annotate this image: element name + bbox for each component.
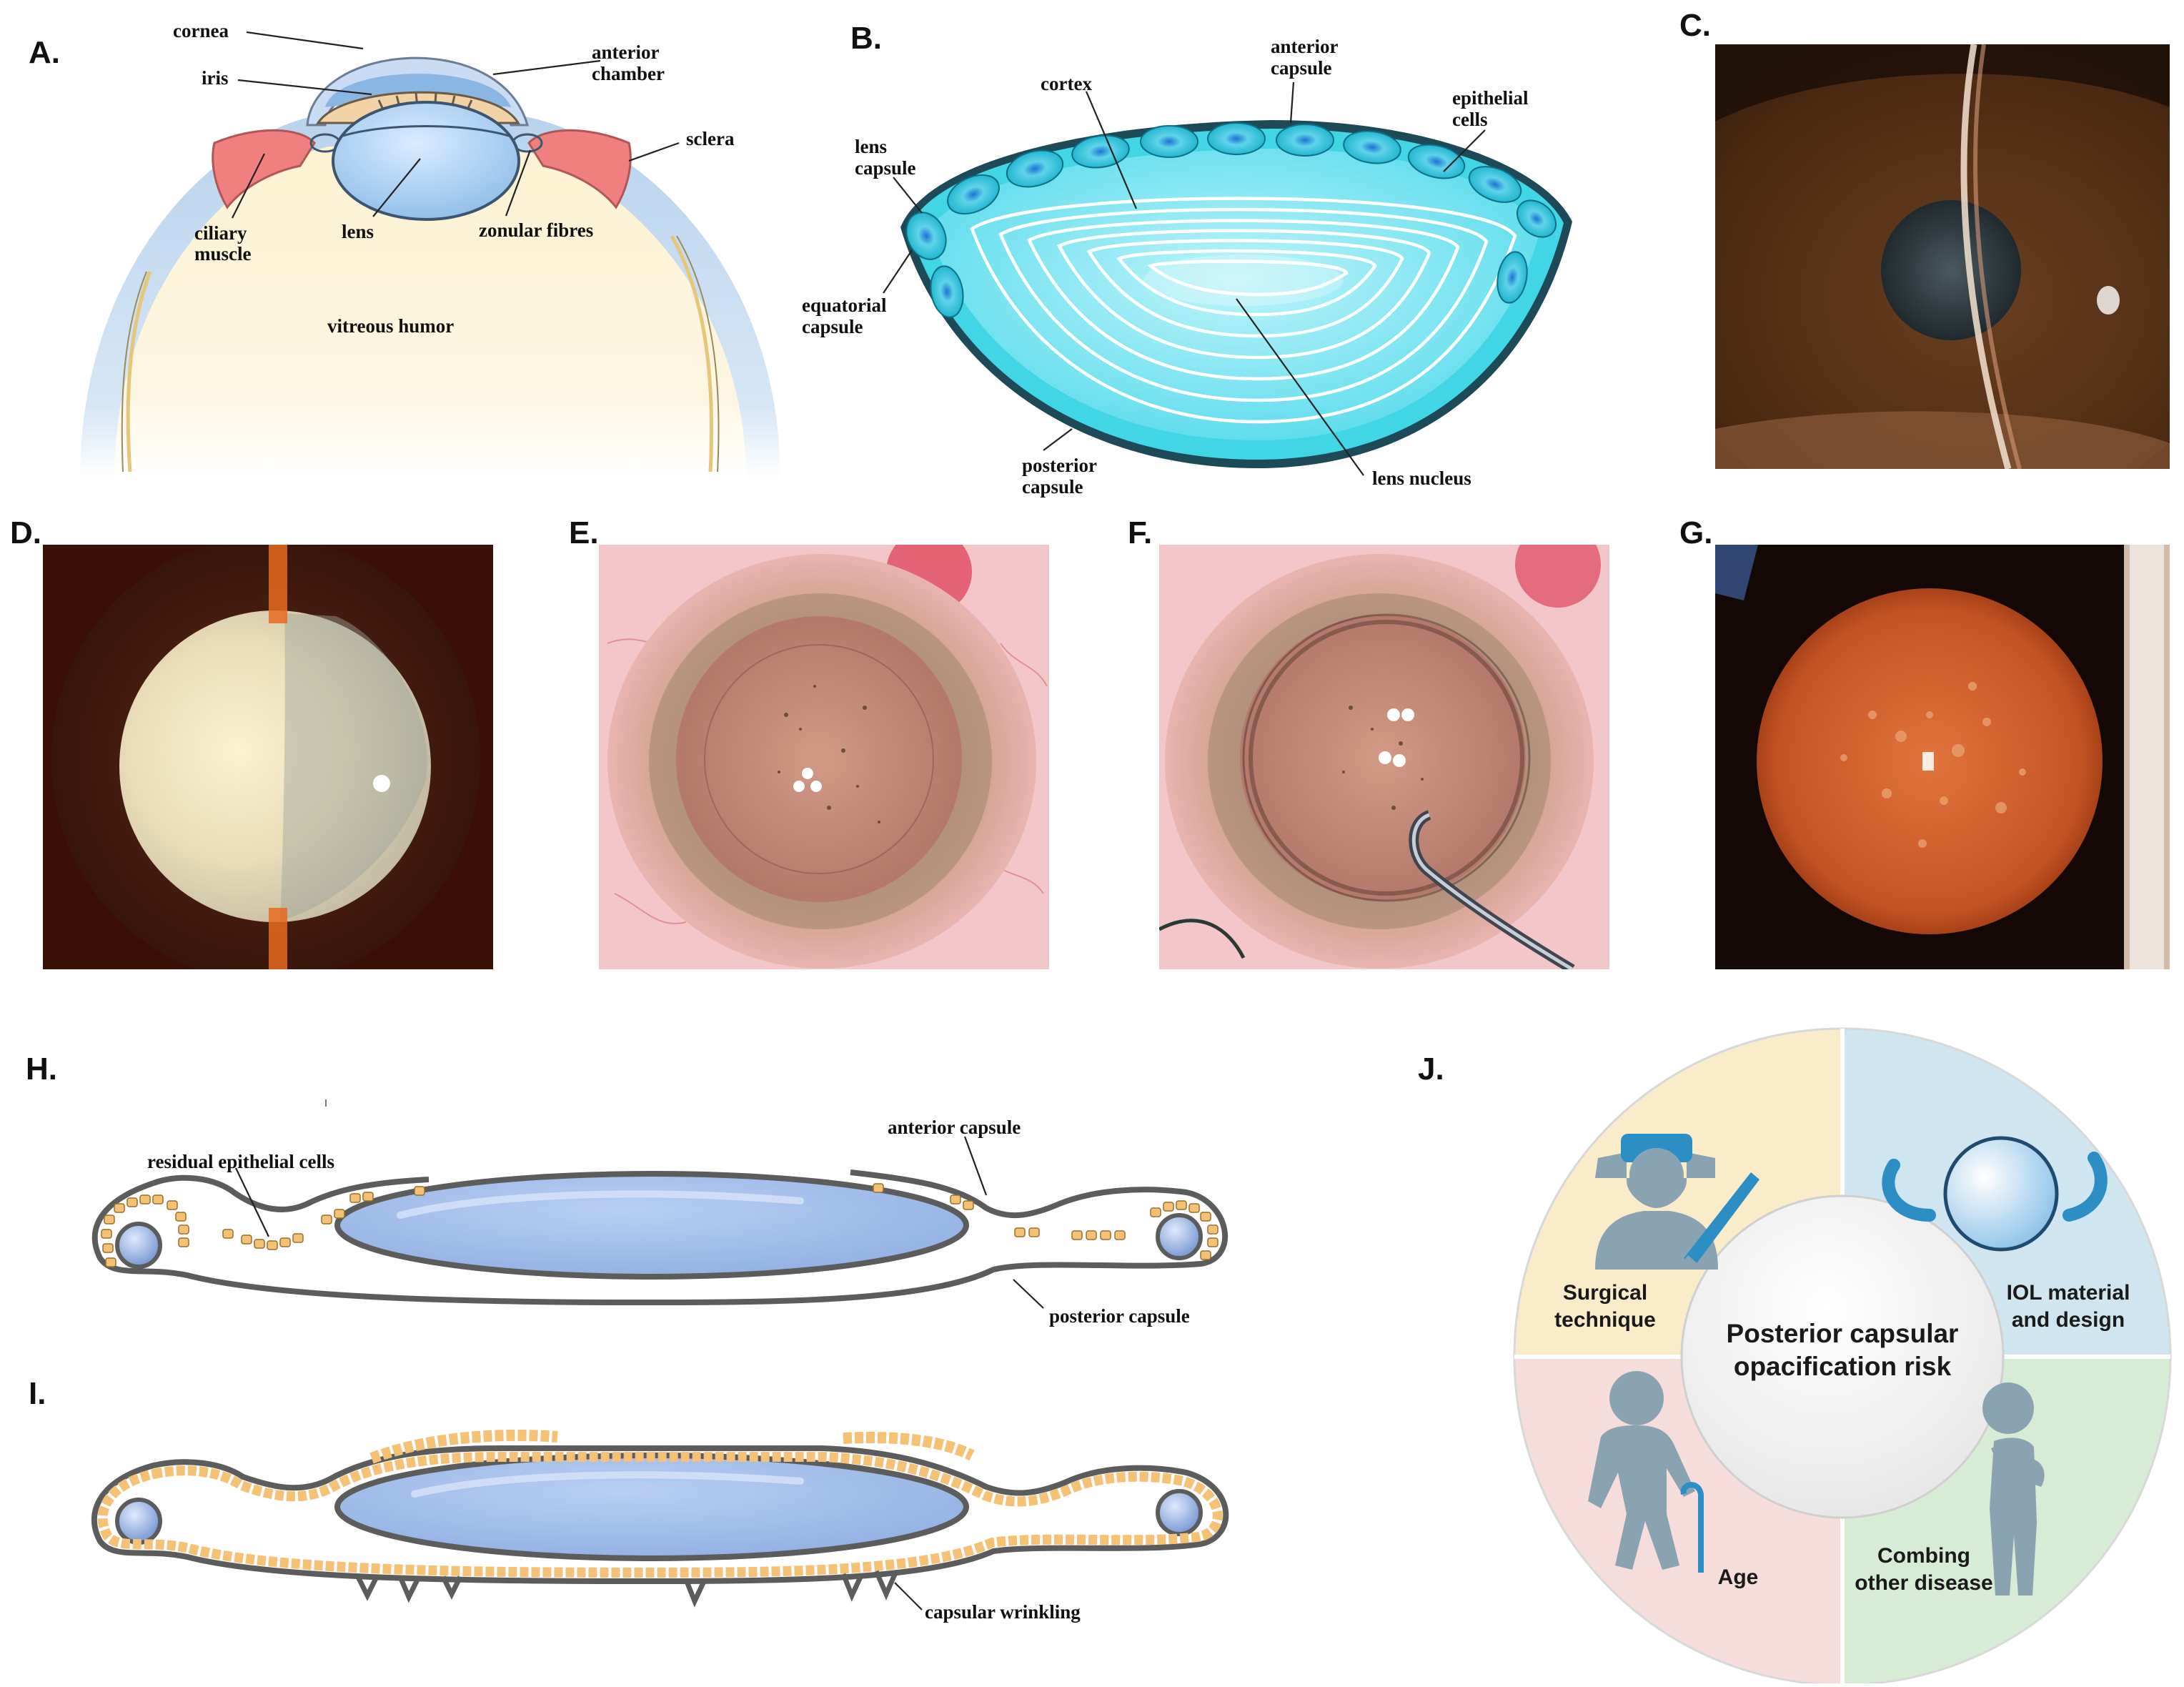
cell-layer-anterior-left bbox=[369, 1429, 558, 1464]
retina-right-edge bbox=[676, 235, 720, 473]
label-capsular-wrinkling: capsular wrinkling bbox=[925, 1601, 1081, 1623]
cortex-fibers bbox=[970, 197, 1517, 424]
label-iol-2: and design bbox=[2012, 1308, 2125, 1332]
label-iris: iris bbox=[202, 67, 229, 89]
label-posterior-capsule: posterior capsule bbox=[1049, 1305, 1190, 1327]
panel-i-label: I. bbox=[29, 1376, 46, 1411]
label-combing-2: other disease bbox=[1855, 1571, 1992, 1595]
label-zonular: zonular fibres bbox=[479, 219, 593, 241]
haptic-left-i bbox=[115, 1498, 162, 1545]
capsular-wrinkles bbox=[354, 1570, 899, 1608]
proliferated-cells bbox=[97, 1452, 1223, 1578]
label-ciliary-2: muscle bbox=[194, 243, 252, 264]
label-anterior-capsule-2: capsule bbox=[1271, 57, 1332, 79]
label-equatorial-2: capsule bbox=[802, 316, 863, 337]
panel-c-label: C. bbox=[1679, 8, 1711, 43]
anterior-capsule-left bbox=[152, 1174, 430, 1212]
cell-layer-anterior-right bbox=[843, 1432, 975, 1461]
iol-highlight-i bbox=[411, 1471, 804, 1498]
label-lens-capsule-1: lens bbox=[855, 136, 887, 157]
panel-a-label: A. bbox=[29, 35, 60, 70]
panel-a-leaders bbox=[232, 31, 680, 219]
retina-right bbox=[670, 234, 714, 473]
label-epithelial-1: epithelial bbox=[1452, 87, 1529, 109]
center-circle bbox=[1680, 1194, 2005, 1519]
label-ciliary-1: ciliary bbox=[194, 222, 247, 244]
panel-b: B. bbox=[802, 21, 1572, 498]
label-age: Age bbox=[1718, 1565, 1759, 1589]
panel-b-leaders bbox=[883, 81, 1486, 476]
label-anterior-capsule-1: anterior bbox=[1271, 36, 1338, 57]
panel-j-label: J. bbox=[1418, 1052, 1444, 1087]
leader-wrinkling bbox=[894, 1582, 923, 1611]
label-anterior-capsule: anterior capsule bbox=[888, 1117, 1021, 1138]
label-posterior-1: posterior bbox=[1022, 455, 1097, 476]
vitreous-body bbox=[114, 147, 746, 479]
haptic-right bbox=[1156, 1213, 1203, 1260]
label-iol-1: IOL material bbox=[2007, 1281, 2130, 1305]
iol-highlight bbox=[397, 1190, 804, 1219]
lens-nucleus-shape bbox=[1143, 254, 1344, 306]
lens-shape bbox=[332, 101, 520, 221]
label-cortex: cortex bbox=[1041, 73, 1092, 94]
center-title-2: opacification risk bbox=[1734, 1352, 1952, 1381]
photo-e bbox=[599, 545, 1049, 969]
panel-i: I. capsular wrinkling bbox=[29, 1376, 1229, 1623]
label-lens-nucleus: lens nucleus bbox=[1372, 467, 1471, 489]
elderly-icon bbox=[1588, 1371, 1704, 1573]
capsule-outline bbox=[91, 1169, 1228, 1306]
panel-c: C. bbox=[1679, 8, 2170, 469]
label-posterior-2: capsule bbox=[1022, 476, 1083, 498]
iol-optic-i bbox=[334, 1453, 969, 1561]
panel-f-label: F. bbox=[1128, 515, 1152, 550]
panel-h-leaders bbox=[235, 1136, 1044, 1309]
photo-f bbox=[1159, 545, 1609, 969]
lens-anterior-line bbox=[342, 125, 510, 137]
panel-d-label: D. bbox=[10, 515, 41, 550]
label-vitreous: vitreous humor bbox=[327, 315, 454, 337]
label-equatorial-1: equatorial bbox=[802, 295, 887, 316]
center-title-1: Posterior capsular bbox=[1727, 1319, 1959, 1348]
panel-j: J. Posterior capsular opacification risk bbox=[1418, 1027, 2172, 1686]
label-sclera: sclera bbox=[686, 128, 735, 149]
label-cornea: cornea bbox=[173, 20, 229, 41]
label-anterior-chamber-2: chamber bbox=[592, 63, 665, 84]
photo-d bbox=[43, 545, 493, 969]
label-lens: lens bbox=[342, 221, 374, 242]
panel-e-label: E. bbox=[569, 515, 599, 550]
panel-b-label: B. bbox=[850, 21, 882, 56]
retina-left bbox=[126, 271, 152, 473]
panel-a: A. bbox=[29, 20, 780, 479]
thinking-person-icon bbox=[1982, 1382, 2045, 1596]
ciliary-muscle-right bbox=[527, 129, 632, 209]
panel-h-label: H. bbox=[26, 1052, 57, 1087]
iol-optic bbox=[334, 1171, 969, 1280]
panel-g: G. bbox=[1679, 515, 2170, 969]
haptic-right-i bbox=[1156, 1489, 1203, 1536]
panel-g-label: G. bbox=[1679, 515, 1712, 550]
retina-left-edge bbox=[121, 271, 147, 473]
label-residual-cells: residual epithelial cells bbox=[147, 1151, 334, 1172]
photo-c bbox=[1715, 44, 2170, 469]
label-anterior-chamber-1: anterior bbox=[592, 41, 659, 63]
ciliary-muscle-left bbox=[212, 129, 316, 209]
panel-d: D. bbox=[10, 515, 493, 969]
haptic-left bbox=[115, 1222, 162, 1269]
panel-f: F. bbox=[1128, 515, 1609, 969]
surgeon-icon bbox=[1595, 1134, 1759, 1270]
photo-g bbox=[1715, 545, 2170, 969]
iol-icon bbox=[1882, 1136, 2108, 1252]
panel-h: H. bbox=[26, 1052, 1228, 1327]
panel-e: E. bbox=[569, 515, 1049, 969]
label-surgical-1: Surgical bbox=[1563, 1281, 1647, 1305]
label-lens-capsule-2: capsule bbox=[855, 157, 916, 179]
label-epithelial-2: cells bbox=[1452, 109, 1487, 130]
residual-cells bbox=[101, 1183, 1218, 1267]
label-combing-1: Combing bbox=[1877, 1544, 1970, 1568]
label-surgical-2: technique bbox=[1554, 1308, 1656, 1332]
